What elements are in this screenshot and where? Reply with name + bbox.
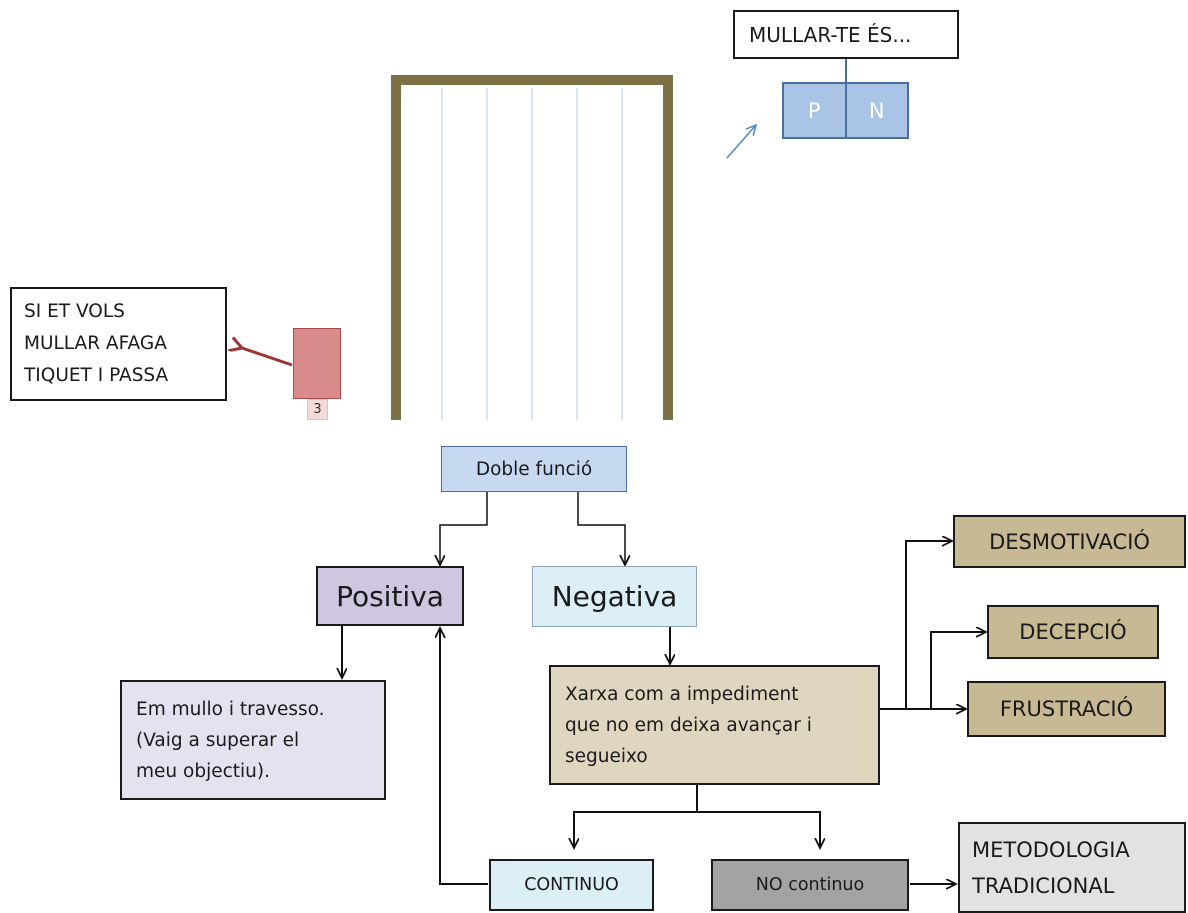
frustracio-label: FRUSTRACIÓ bbox=[999, 697, 1134, 721]
xarxa-line1: Xarxa com a impediment bbox=[565, 683, 799, 705]
metodologia-line1: METODOLOGIA bbox=[972, 837, 1130, 862]
si-et-vols-line3: TIQUET I PASSA bbox=[24, 365, 169, 386]
si-et-vols-line1: SI ET VOLS bbox=[24, 301, 125, 322]
frustracio-box: FRUSTRACIÓ bbox=[967, 681, 1166, 737]
si-et-vols-box: SI ET VOLS MULLAR AFAGA TIQUET I PASSA bbox=[10, 287, 227, 401]
p-label: P bbox=[807, 98, 821, 123]
em-mullo-line1: Em mullo i travesso. bbox=[136, 698, 325, 720]
doble-funcio-box: Doble funció bbox=[441, 446, 627, 492]
continuo-label: CONTINUO bbox=[524, 875, 619, 895]
ticket-card[interactable] bbox=[293, 328, 341, 399]
mullar-title-box: MULLAR-TE ÉS... bbox=[733, 10, 959, 59]
net-frame bbox=[391, 75, 673, 420]
positiva-label: Positiva bbox=[336, 579, 444, 613]
metodologia-line2: TRADICIONAL bbox=[972, 873, 1115, 898]
em-mullo-line3: meu objectiu). bbox=[136, 760, 270, 782]
n-cell: N bbox=[847, 84, 908, 137]
positiva-box: Positiva bbox=[316, 566, 464, 626]
negativa-box: Negativa bbox=[532, 566, 697, 627]
xarxa-line2: que no em deixa avançar i bbox=[565, 714, 812, 736]
decepcio-box: DECEPCIÓ bbox=[987, 605, 1159, 659]
p-cell: P bbox=[784, 84, 847, 137]
em-mullo-line2: (Vaig a superar el bbox=[136, 729, 300, 751]
doble-funcio-label: Doble funció bbox=[475, 458, 593, 480]
mullar-title: MULLAR-TE ÉS... bbox=[749, 22, 912, 47]
em-mullo-box: Em mullo i travesso. (Vaig a superar el … bbox=[120, 680, 386, 800]
negativa-label: Negativa bbox=[551, 580, 678, 613]
xarxa-line3: segueixo bbox=[565, 745, 648, 767]
desmotivacio-label: DESMOTIVACIÓ bbox=[989, 529, 1150, 554]
n-label: N bbox=[868, 98, 885, 123]
no-continuo-label: NO continuo bbox=[755, 875, 865, 895]
no-continuo-box: NO continuo bbox=[711, 859, 909, 911]
ticket-number: 3 bbox=[307, 399, 328, 420]
blue-arrow bbox=[726, 125, 756, 159]
metodologia-box: METODOLOGIA TRADICIONAL bbox=[958, 822, 1186, 913]
continuo-box: CONTINUO bbox=[489, 859, 654, 911]
xarxa-box: Xarxa com a impediment que no em deixa a… bbox=[549, 665, 880, 785]
decepcio-label: DECEPCIÓ bbox=[1019, 620, 1127, 644]
red-arrow bbox=[242, 348, 293, 367]
desmotivacio-box: DESMOTIVACIÓ bbox=[953, 515, 1186, 568]
pn-box: P N bbox=[782, 82, 909, 139]
si-et-vols-line2: MULLAR AFAGA bbox=[24, 333, 167, 354]
